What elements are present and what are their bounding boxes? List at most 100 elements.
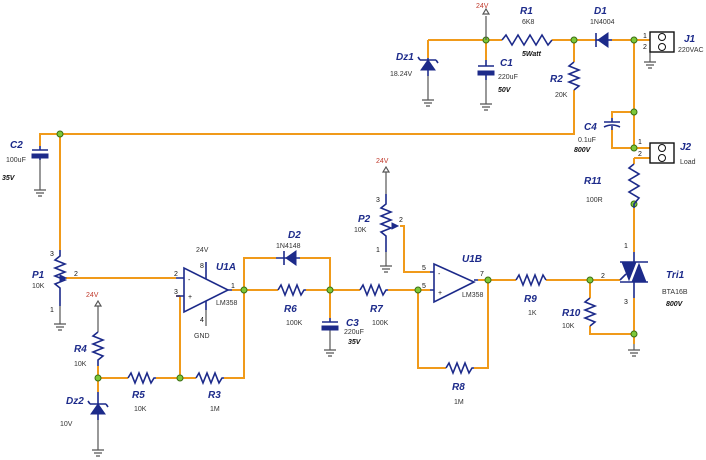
svg-text:Dz1: Dz1 <box>396 52 414 63</box>
svg-text:R2: R2 <box>550 74 563 85</box>
svg-text:2: 2 <box>74 271 78 278</box>
svg-text:3: 3 <box>174 289 178 296</box>
svg-text:20K: 20K <box>555 92 568 99</box>
svg-text:800V: 800V <box>574 147 592 154</box>
connector-j2: 1 2 J2 Load <box>638 139 696 166</box>
svg-text:R10: R10 <box>562 308 581 319</box>
svg-text:35V: 35V <box>348 339 362 346</box>
svg-text:J2: J2 <box>680 142 692 153</box>
svg-text:2: 2 <box>174 271 178 278</box>
svg-text:10K: 10K <box>74 361 87 368</box>
svg-text:U1A: U1A <box>216 262 236 273</box>
svg-text:U1B: U1B <box>462 254 482 265</box>
svg-text:5: 5 <box>422 283 426 290</box>
svg-text:1K: 1K <box>528 310 537 317</box>
svg-text:1: 1 <box>638 139 642 146</box>
resistor-r11: R11 100R <box>584 163 641 208</box>
zener-dz2: Dz2 10V <box>60 392 109 428</box>
svg-text:3: 3 <box>624 299 628 306</box>
svg-text:18.24V: 18.24V <box>390 71 413 78</box>
resistor-r5: R5 10K <box>127 370 156 413</box>
capacitor-c4: C4 0.1uF 800V <box>574 118 621 154</box>
resistor-r10: R10 10K <box>562 297 598 330</box>
svg-text:6K8: 6K8 <box>522 19 535 26</box>
svg-text:7: 7 <box>480 271 484 278</box>
svg-text:2: 2 <box>399 217 403 224</box>
svg-text:5: 5 <box>422 265 426 272</box>
svg-text:1: 1 <box>624 243 628 250</box>
svg-text:R6: R6 <box>284 304 297 315</box>
svg-text:8: 8 <box>200 263 204 270</box>
svg-text:R8: R8 <box>452 382 465 393</box>
svg-text:C2: C2 <box>10 140 23 151</box>
opamp-u1b: - + 5 5 7 U1B LM358 <box>422 254 484 304</box>
svg-text:2: 2 <box>643 44 647 51</box>
svg-text:100R: 100R <box>586 197 603 204</box>
svg-text:Tri1: Tri1 <box>666 270 685 281</box>
potentiometer-p1: 3 2 1 P1 10K <box>32 250 78 314</box>
svg-text:R1: R1 <box>520 6 533 17</box>
svg-text:220uF: 220uF <box>344 329 364 336</box>
svg-text:800V: 800V <box>666 301 684 308</box>
svg-text:D2: D2 <box>288 230 301 241</box>
svg-text:Dz2: Dz2 <box>66 396 84 407</box>
svg-text:R3: R3 <box>208 390 221 401</box>
svg-text:24V: 24V <box>376 158 389 165</box>
svg-text:-: - <box>188 277 191 284</box>
junctions <box>56 36 638 382</box>
svg-text:100uF: 100uF <box>6 157 26 164</box>
svg-text:1N4148: 1N4148 <box>276 243 301 250</box>
ground-symbols <box>34 50 656 457</box>
triac-tri1: 1 2 3 Tri1 BTA16B 800V <box>601 243 688 308</box>
capacitor-c3: C3 220uF 35V <box>321 318 364 346</box>
svg-text:+: + <box>188 294 192 301</box>
resistor-r3: R3 1M <box>195 370 224 413</box>
svg-text:P2: P2 <box>358 214 371 225</box>
resistor-r7: R7 100K <box>359 282 389 327</box>
svg-text:+: + <box>438 290 442 297</box>
svg-text:C4: C4 <box>584 122 597 133</box>
zener-dz1: Dz1 18.24V <box>390 52 439 78</box>
svg-text:1: 1 <box>231 283 235 290</box>
svg-text:Load: Load <box>680 159 696 166</box>
resistor-r4: R4 10K <box>74 331 106 368</box>
svg-text:R5: R5 <box>132 390 145 401</box>
svg-text:24V: 24V <box>86 292 99 299</box>
svg-text:1M: 1M <box>454 399 464 406</box>
svg-text:2: 2 <box>601 273 605 280</box>
svg-text:C3: C3 <box>346 318 359 329</box>
svg-text:R9: R9 <box>524 294 537 305</box>
svg-text:35V: 35V <box>2 175 16 182</box>
svg-text:1: 1 <box>376 247 380 254</box>
capacitor-c2: C2 100uF 35V <box>2 140 49 182</box>
svg-text:R11: R11 <box>584 176 602 187</box>
svg-text:D1: D1 <box>594 6 607 17</box>
diode-d1: D1 1N4004 <box>590 6 615 48</box>
svg-text:LM358: LM358 <box>216 300 238 307</box>
vcc-symbol-top: 24V <box>476 3 491 40</box>
svg-text:24V: 24V <box>476 3 489 10</box>
svg-text:50V: 50V <box>498 87 512 94</box>
svg-text:R4: R4 <box>74 344 87 355</box>
resistor-r1: R1 6K8 5Watt <box>501 6 553 58</box>
svg-text:1M: 1M <box>210 406 220 413</box>
diode-d2: D2 1N4148 <box>276 230 301 266</box>
svg-text:220VAC: 220VAC <box>678 47 704 54</box>
svg-text:1N4004: 1N4004 <box>590 19 615 26</box>
svg-text:3: 3 <box>50 251 54 258</box>
resistor-r8: R8 1M <box>445 360 474 406</box>
opamp-u1a: - + 2 3 1 8 4 24V GND U1A LM358 <box>174 247 238 340</box>
svg-text:100K: 100K <box>286 320 303 327</box>
svg-text:-: - <box>438 271 441 278</box>
svg-text:GND: GND <box>194 333 210 340</box>
vcc-symbol-r4: 24V <box>86 292 103 332</box>
svg-text:0.1uF: 0.1uF <box>578 137 596 144</box>
svg-text:J1: J1 <box>684 34 696 45</box>
svg-text:5Watt: 5Watt <box>522 51 542 58</box>
svg-text:LM358: LM358 <box>462 292 484 299</box>
vcc-symbol-p2: 24V <box>376 158 391 194</box>
svg-text:3: 3 <box>376 197 380 204</box>
svg-text:BTA16B: BTA16B <box>662 289 688 296</box>
svg-text:10V: 10V <box>60 421 73 428</box>
